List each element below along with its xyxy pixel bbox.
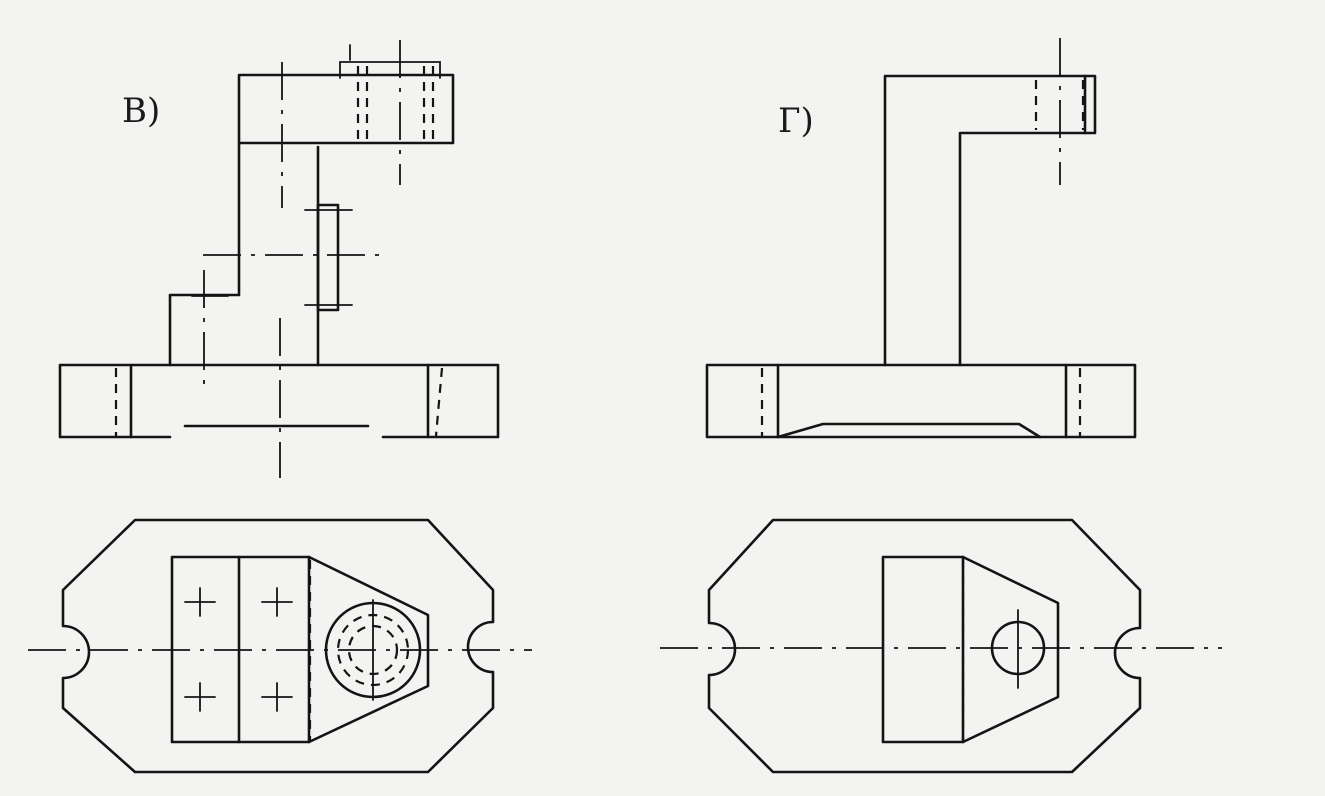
- front-view-v: [58, 40, 500, 478]
- arm-hole-bracket: [339, 61, 441, 79]
- variant-g: Г): [660, 38, 1222, 774]
- cross-marks: [184, 587, 293, 712]
- column-outline: [168, 73, 455, 367]
- plate-outline-top: [61, 518, 495, 774]
- variant-v: В): [28, 40, 532, 774]
- plate-outline-top-g: [707, 518, 1142, 774]
- label-variant-v: В): [122, 91, 160, 131]
- boss: [316, 203, 340, 312]
- front-view-g: [705, 38, 1137, 439]
- base-recess-g: [776, 422, 1042, 439]
- column-top-g: [881, 555, 965, 744]
- label-variant-g: Г): [778, 101, 814, 141]
- column-arm-outline-g: [883, 74, 1097, 367]
- top-view-v: [28, 518, 532, 774]
- base-plate-outline-g: [705, 363, 1137, 439]
- slot-hidden-right: [434, 367, 444, 437]
- arm-taper-g: [961, 555, 1060, 744]
- base-plate-outline: [58, 363, 500, 439]
- top-view-g: [660, 518, 1222, 774]
